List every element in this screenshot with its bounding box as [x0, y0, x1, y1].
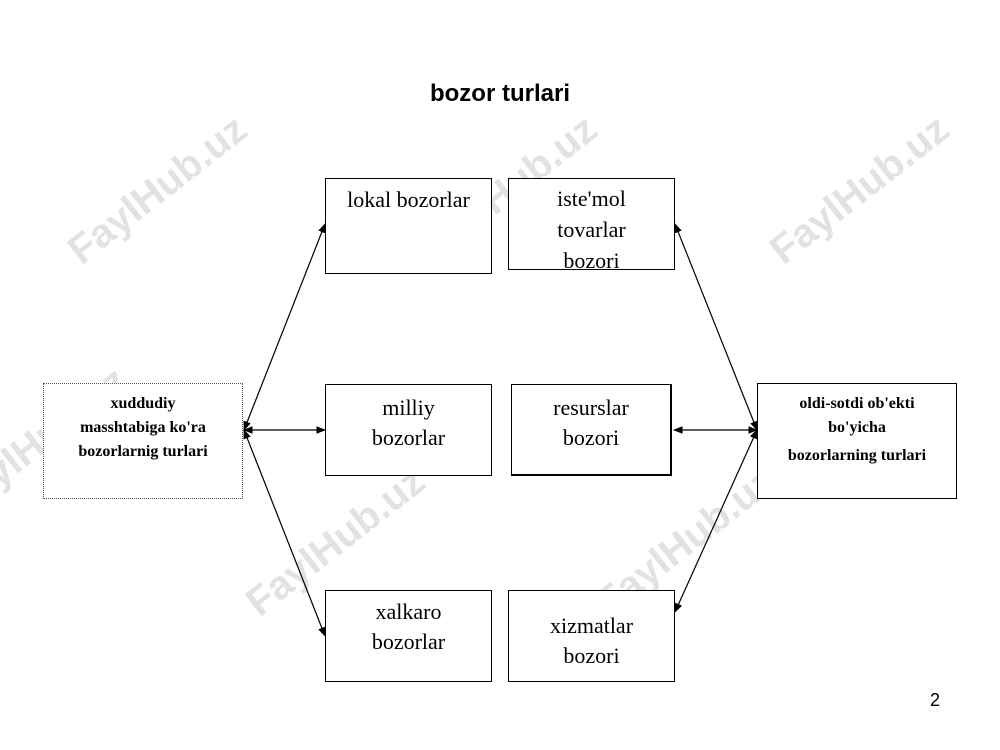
- market-box-xizmatlar: xizmatlar bozori: [508, 590, 675, 682]
- market-label-line: milliy: [382, 395, 435, 420]
- market-label-line: lokal bozorlar: [347, 187, 470, 212]
- sale-object-category-box: oldi-sotdi ob'ekti bo'yicha bozorlarning…: [757, 383, 957, 499]
- market-label-line: bozori: [563, 643, 620, 668]
- market-label-line: bozori: [562, 425, 620, 450]
- arrow-right-to-istemol: [674, 223, 758, 431]
- market-label-line: xalkaro: [375, 599, 442, 624]
- category-label-line: oldi-sotdi ob'ekti: [799, 395, 915, 412]
- page-number: 2: [929, 690, 940, 710]
- category-label-line: bozorlarning turlari: [787, 447, 927, 464]
- territorial-scale-category-box: xuddudiy masshtabiga ko'ra bozorlarnig t…: [43, 383, 243, 499]
- market-label-line: bozorlar: [371, 629, 446, 654]
- arrow-left-to-xalkaro: [243, 429, 326, 637]
- market-label-line: tovarlar: [557, 217, 626, 242]
- category-label-line: masshtabiga ko'ra: [80, 419, 206, 436]
- market-label-line: resurslar: [553, 395, 629, 420]
- market-box-milliy: milliy bozorlar: [325, 384, 492, 476]
- market-label-line: bozorlar: [371, 425, 446, 450]
- arrow-right-to-xizmatlar: [674, 429, 758, 613]
- market-box-resurslar: resurslar bozori: [511, 384, 672, 476]
- market-label-line: bozori: [563, 248, 620, 273]
- market-label-line: xizmatlar: [549, 613, 634, 638]
- category-label-line: bozorlarnig turlari: [78, 443, 208, 460]
- category-label-line: xuddudiy: [110, 395, 176, 412]
- arrow-left-to-lokal: [243, 223, 326, 431]
- category-label-line: bo'yicha: [828, 419, 886, 436]
- market-label-line: iste'mol: [557, 186, 626, 211]
- market-box-istemol-tovarlar: iste'mol tovarlar bozori: [508, 178, 675, 273]
- slide-title: bozor turlari: [429, 80, 570, 107]
- market-box-xalkaro: xalkaro bozorlar: [325, 590, 492, 682]
- market-box-lokal: lokal bozorlar: [325, 178, 492, 274]
